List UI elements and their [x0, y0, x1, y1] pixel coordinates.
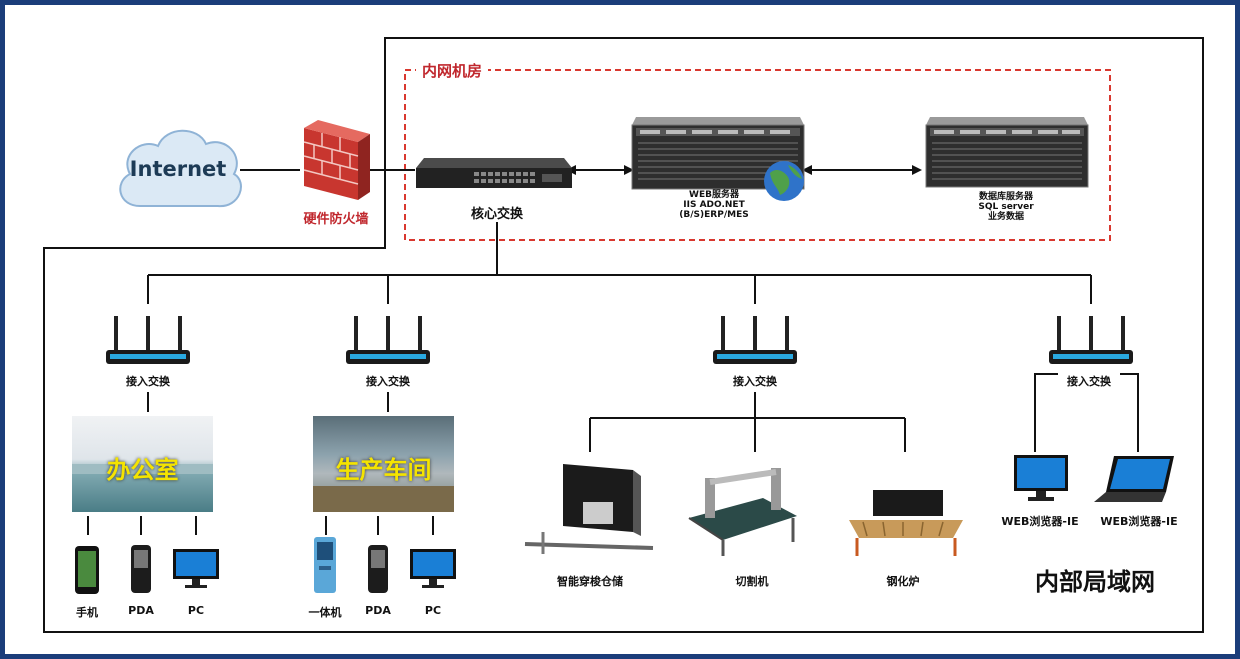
web-server-line1: WEB服务器 — [689, 190, 739, 200]
desktop-icon — [1014, 455, 1068, 501]
access-switch-icon — [713, 316, 797, 364]
db-server-line2: SQL server — [978, 202, 1034, 212]
access-switch-icon — [346, 316, 430, 364]
browser-label-2: WEB浏览器-IE — [1100, 515, 1178, 528]
pc-icon — [410, 549, 456, 588]
office-photo: 办公室 — [72, 416, 213, 512]
office-device-3: PC — [187, 604, 205, 617]
workshop-device-1: 一体机 — [308, 606, 342, 619]
access-switch-label-2: 接入交换 — [366, 375, 410, 388]
workshop-device-2: PDA — [365, 604, 391, 617]
pc-icon — [173, 549, 219, 588]
web-server-icon — [631, 117, 805, 201]
workshop-device-3: PC — [424, 604, 442, 617]
tempering-furnace-icon — [849, 490, 963, 556]
internet-label: Internet — [129, 157, 227, 181]
db-server-line3: 业务数据 — [987, 212, 1024, 222]
office-device-1: 手机 — [76, 606, 98, 619]
office-caption: 办公室 — [106, 456, 179, 484]
db-server-line1: 数据库服务器 — [978, 192, 1033, 202]
web-server-line3: (B/S)ERP/MES — [679, 210, 749, 220]
firewall-label: 硬件防火墙 — [303, 212, 369, 227]
laptop-icon — [1094, 456, 1174, 502]
core-switch-label: 核心交换 — [470, 207, 524, 222]
office-device-2: PDA — [128, 604, 154, 617]
db-server-label: 数据库服务器 SQL server 业务数据 — [978, 192, 1033, 222]
pda-icon — [131, 545, 151, 593]
zone-label: 内网机房 — [416, 60, 489, 81]
web-server-line2: IIS ADO.NET — [683, 200, 745, 210]
core-switch-icon — [416, 158, 572, 188]
internet-cloud-icon — [119, 129, 242, 208]
browser-label-1: WEB浏览器-IE — [1001, 515, 1079, 528]
access-switch-icon — [1049, 316, 1133, 364]
access-switch-label-3: 接入交换 — [733, 375, 777, 388]
firewall-icon — [303, 120, 370, 200]
access-switch-label-4: 接入交换 — [1067, 375, 1111, 388]
web-server-label: WEB服务器 IIS ADO.NET (B/S)ERP/MES — [679, 190, 748, 220]
pda-icon — [368, 545, 388, 593]
phone-icon — [75, 546, 99, 594]
access-switch-label-1: 接入交换 — [126, 375, 170, 388]
access-switch-icon — [106, 316, 190, 364]
lan-title: 内部局域网 — [1035, 568, 1155, 596]
machine-label-2: 切割机 — [735, 575, 769, 588]
workshop-photo: 生产车间 — [313, 416, 454, 512]
cutting-machine-icon — [688, 468, 797, 556]
kiosk-icon — [314, 537, 336, 593]
workshop-caption: 生产车间 — [335, 456, 432, 484]
storage-machine-icon — [524, 464, 654, 554]
db-server-icon — [925, 117, 1089, 188]
machine-label-3: 钢化炉 — [886, 575, 920, 588]
machine-label-1: 智能穿梭仓储 — [557, 575, 623, 588]
